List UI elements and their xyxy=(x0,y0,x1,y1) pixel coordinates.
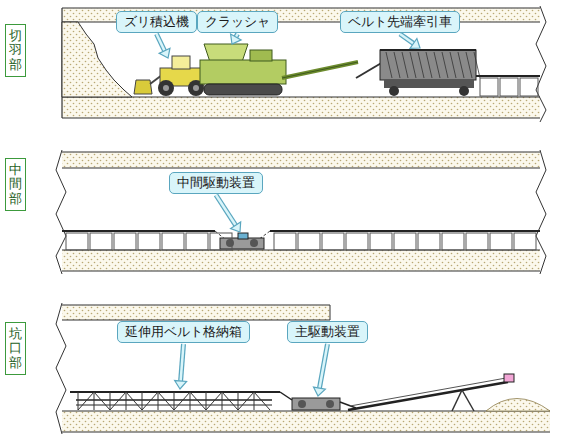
label-text: 坑口部 xyxy=(9,327,22,370)
callout-arrow xyxy=(400,34,420,48)
label-text: 中間駆動装置 xyxy=(177,175,255,191)
muck-pile xyxy=(486,399,550,412)
section-label: 坑口部 xyxy=(5,322,26,375)
label-text: ベルト先端牽引車 xyxy=(348,14,452,30)
crusher xyxy=(200,44,358,95)
callout-box: 延伸用ベルト格納箱 xyxy=(117,321,250,343)
label-text: クラッシャ xyxy=(205,14,270,30)
callout-arrow xyxy=(175,344,187,389)
muck-loader xyxy=(134,56,204,96)
portal-section xyxy=(56,303,550,434)
callout-box: クラッシャ xyxy=(197,11,278,33)
discharge-conveyor xyxy=(348,374,514,411)
callout-box: 主駆動装置 xyxy=(287,321,368,343)
label-text: 切羽部 xyxy=(9,29,22,72)
label-text: 延伸用ベルト格納箱 xyxy=(125,324,242,340)
label-text: 中間部 xyxy=(9,163,22,206)
belt-storage xyxy=(70,392,280,410)
intermediate-drive xyxy=(220,233,264,249)
callout-box: ズリ積込機 xyxy=(116,11,197,33)
callout-arrow xyxy=(231,34,242,44)
label-text: 主駆動装置 xyxy=(295,324,360,340)
middle-section xyxy=(56,150,546,274)
callout-box: ベルト先端牽引車 xyxy=(340,11,460,33)
callout-box: 中間駆動装置 xyxy=(169,172,263,194)
label-text: ズリ積込機 xyxy=(124,14,189,30)
face-section xyxy=(62,6,546,122)
belt-tail-car xyxy=(356,50,480,96)
callout-arrow xyxy=(216,195,241,232)
section-label: 中間部 xyxy=(5,158,26,211)
callout-arrow xyxy=(157,34,170,58)
callout-arrow xyxy=(314,344,328,396)
section-label: 切羽部 xyxy=(5,24,26,77)
